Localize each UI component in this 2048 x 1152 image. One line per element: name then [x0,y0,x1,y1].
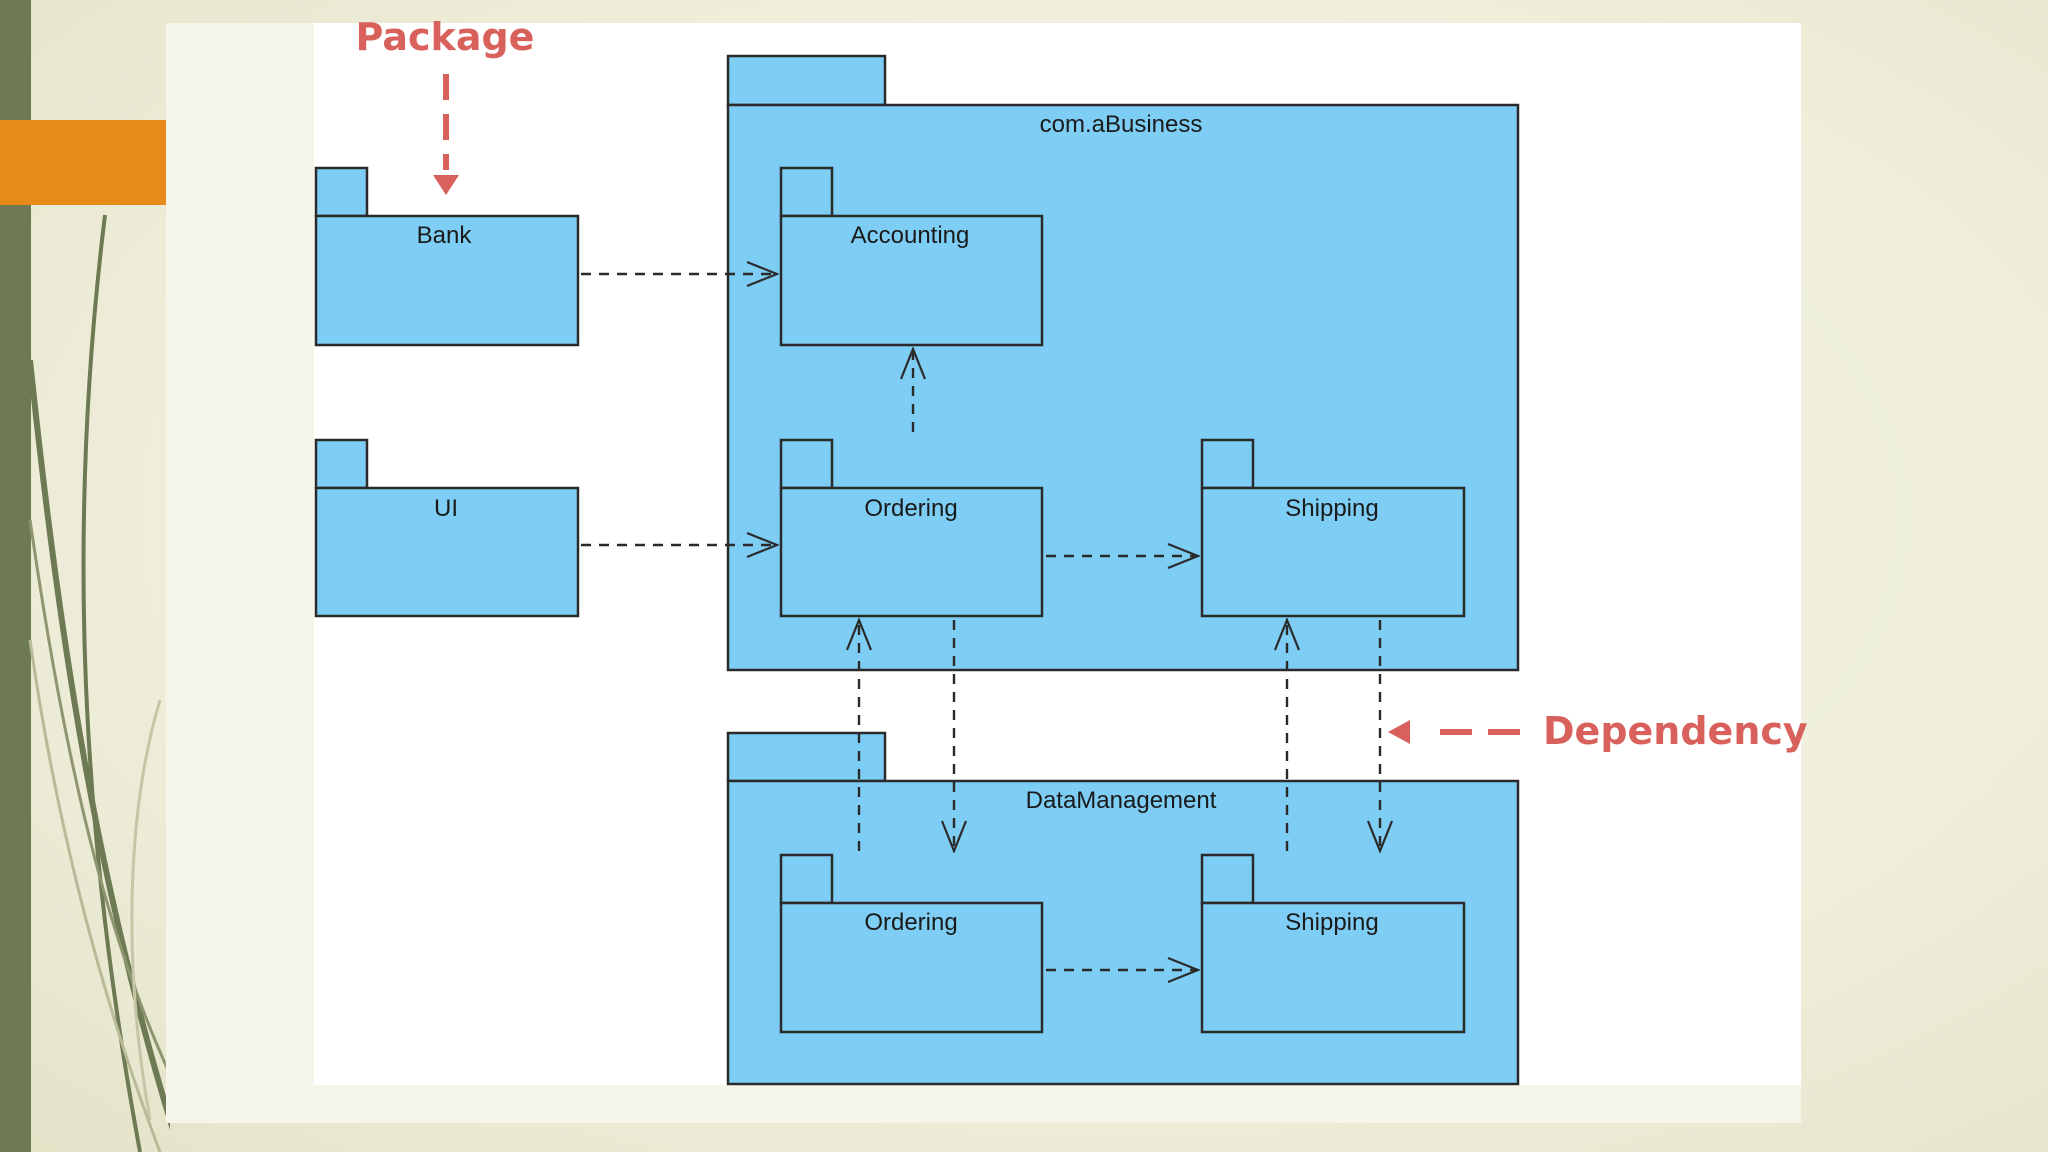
package-tab [1200,438,1255,490]
decorative-swoosh-lines [27,214,170,1152]
package-bank: Bank [314,166,580,347]
annotation-dependency: Dependency [1388,709,1808,753]
package-tab [779,853,834,905]
package-label-accounting: Accounting [851,222,970,249]
package-dm-shipping: Shipping [1200,853,1466,1034]
package-tab [314,166,369,218]
package-label-shipping: Shipping [1285,495,1378,522]
annotation-dependency-arrowhead [1388,720,1410,744]
package-ordering: Ordering [779,438,1044,618]
slide-orange-accent [0,120,166,205]
package-ui: UI [314,438,580,618]
package-tab [1200,853,1255,905]
package-tab [726,54,887,107]
annotation-package: Package [356,15,535,195]
annotation-package-arrowhead [433,175,459,195]
package-body [1200,901,1466,1034]
package-tab [726,731,887,783]
package-label-ordering: Ordering [864,495,957,522]
package-tab [779,438,834,490]
package-tab [314,438,369,490]
package-label-ui: UI [434,495,458,522]
package-dm-ordering: Ordering [779,853,1044,1034]
package-tab [779,166,834,218]
annotation-dependency-label: Dependency [1543,709,1808,753]
package-body [779,901,1044,1034]
package-shipping: Shipping [1200,438,1466,618]
package-body [314,214,580,347]
package-label-dm-ordering: Ordering [864,909,957,936]
package-accounting: Accounting [779,166,1044,347]
package-body [779,486,1044,618]
package-label-datamanagement: DataManagement [1026,787,1217,814]
package-label-com-abusiness: com.aBusiness [1040,111,1203,138]
package-label-bank: Bank [417,222,473,249]
package-label-dm-shipping: Shipping [1285,909,1378,936]
package-body [314,486,580,618]
package-body [779,214,1044,347]
annotation-package-label: Package [356,15,535,59]
package-body [1200,486,1466,618]
